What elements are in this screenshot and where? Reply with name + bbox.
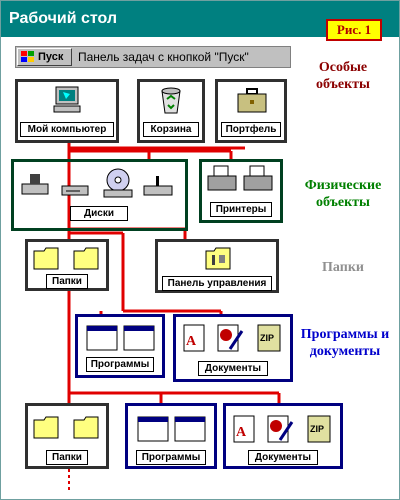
briefcase-box[interactable]: Портфель: [215, 79, 287, 143]
windows-logo-icon: [21, 51, 34, 62]
programs-2-label: Программы: [136, 450, 206, 465]
section-special-label: Особые объекты: [316, 60, 370, 92]
section-physical-label: Физические объекты: [304, 178, 382, 210]
svg-text:A: A: [186, 334, 197, 349]
briefcase-label: Портфель: [221, 122, 281, 137]
figure-badge: Рис. 1: [326, 19, 382, 41]
section-folders-label: Папки: [322, 260, 364, 275]
my-computer-box[interactable]: Мой компьютер: [15, 79, 119, 143]
control-panel-box[interactable]: Панель управления: [155, 239, 279, 293]
svg-text:ZIP: ZIP: [310, 424, 324, 434]
disks-box[interactable]: Диски: [11, 159, 188, 231]
control-panel-icon: [205, 247, 231, 270]
program-windows-icon: [86, 325, 155, 351]
taskbar-caption: Панель задач с кнопкой "Пуск": [78, 50, 249, 64]
printers-label: Принтеры: [210, 202, 272, 217]
svg-text:A: A: [236, 425, 247, 440]
programs-box-2[interactable]: Программы: [125, 403, 217, 469]
folders-icon: [33, 247, 99, 270]
folders-icon: [33, 416, 99, 439]
svg-text:ZIP: ZIP: [260, 333, 274, 343]
header-title: Рабочий стол: [9, 10, 118, 27]
disks-label: Диски: [70, 206, 128, 221]
programs-box-1[interactable]: Программы: [75, 314, 165, 378]
printers-box[interactable]: Принтеры: [199, 159, 283, 223]
recycle-bin-icon: [161, 87, 181, 114]
documents-1-label: Документы: [198, 361, 268, 376]
start-label: Пуск: [38, 51, 64, 63]
control-panel-label: Панель управления: [162, 276, 272, 291]
briefcase-icon: [237, 88, 267, 113]
documents-box-1[interactable]: A ZIP Документы: [173, 314, 293, 382]
disk-drives-icon: [21, 168, 173, 198]
program-windows-icon: [137, 416, 206, 442]
documents-2-label: Документы: [248, 450, 318, 465]
recycle-bin-box[interactable]: Корзина: [137, 79, 205, 143]
recycle-bin-label: Корзина: [143, 122, 199, 137]
document-files-icon: A ZIP: [183, 324, 281, 352]
printers-icon: [207, 165, 273, 191]
start-button[interactable]: Пуск: [17, 48, 72, 66]
folders-2-label: Папки: [46, 450, 88, 465]
section-programs-label: Программы и документы: [300, 327, 390, 359]
folders-box-1[interactable]: Папки: [25, 239, 109, 291]
folders-box-2[interactable]: Папки: [25, 403, 109, 469]
document-files-icon: A ZIP: [233, 415, 331, 443]
documents-box-2[interactable]: A ZIP Документы: [223, 403, 343, 469]
computer-icon: [53, 86, 81, 113]
folders-1-label: Папки: [46, 274, 88, 289]
programs-1-label: Программы: [86, 357, 154, 372]
my-computer-label: Мой компьютер: [20, 122, 114, 137]
taskbar: Пуск Панель задач с кнопкой "Пуск": [15, 46, 291, 68]
